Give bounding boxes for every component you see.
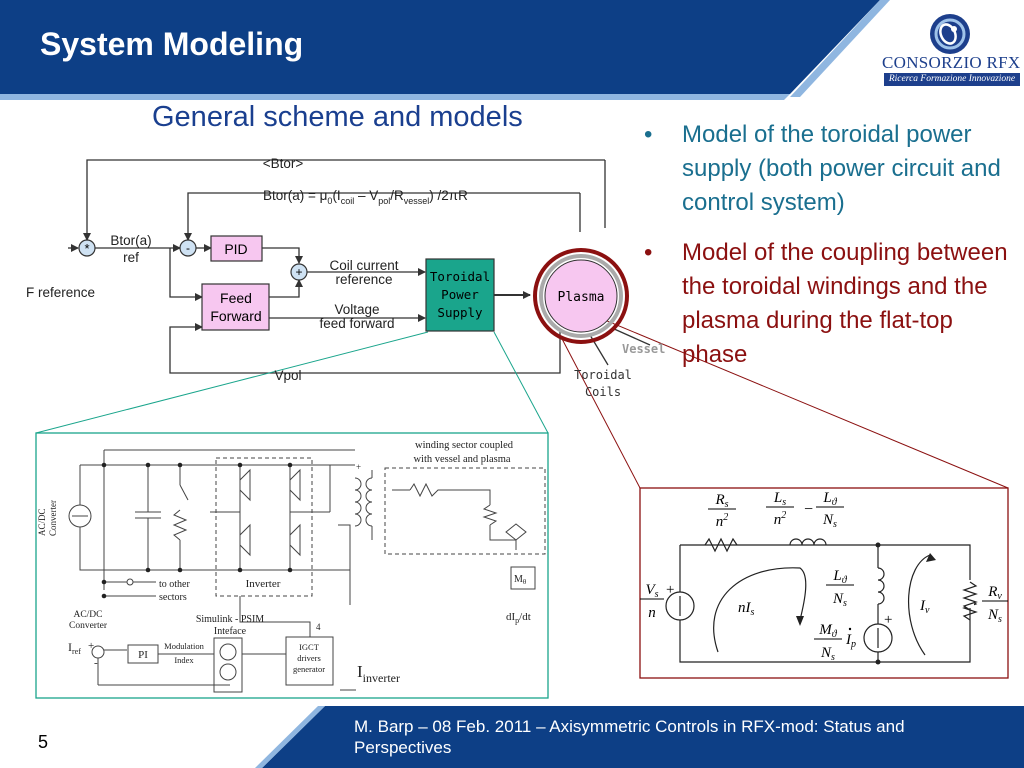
vpol-label: Vpol [274,368,301,383]
slide-subtitle: General scheme and models [152,101,523,133]
vs-over-n-denominator: n [648,605,656,621]
igct-label-line3: generator [293,664,325,674]
bus-width-label: 4 [316,622,321,632]
simulink-label-line1: Simulink - PSIM [196,614,264,625]
svg-text:Feed: Feed [220,290,252,306]
svg-text:Power: Power [441,287,479,302]
inverter-label: Inverter [246,578,281,590]
block-diagram [35,159,1009,489]
bullet-coupling-model: • Model of the coupling between the toro… [644,236,1016,372]
ltheta-over-ns-denominator: Ns [822,512,837,530]
bullet-list: • Model of the toroidal power supply (bo… [644,118,1016,388]
acdc-label-line2: Converter [69,621,108,631]
ip-plus: + [884,612,892,628]
svg-text:PID: PID [224,241,247,257]
svg-text:*: * [84,241,89,256]
svg-text:Supply: Supply [437,305,483,320]
rs-over-n2-denominator: n2 [716,512,729,530]
winding-label-line2: with vessel and plasma [413,454,510,465]
coil-current-label-line2: reference [335,272,392,287]
vs-plus: + [666,582,674,598]
footer-bar [255,706,1024,768]
bullet-dot: • [644,239,653,266]
sum-junction-error: - [179,239,197,257]
index-label: Index [174,655,194,665]
ltheta2-over-ns-denominator: Ns [832,591,847,609]
acdc-label-line1: AC/DC [73,610,102,620]
ls-over-n2-numerator: Ls [773,490,786,508]
plasma-torus: Plasma [533,248,629,344]
mtheta-over-ns-numerator: Mϑ [818,622,838,640]
to-other-sectors-line1: to other [159,579,190,590]
pi-block-label: PI [138,649,148,661]
svg-text:Plasma: Plasma [558,290,605,305]
btor-ref-label-line1: Btor(a) [110,233,151,248]
winding-label-line1: winding sector coupled [415,440,514,451]
ltheta2-over-ns-numerator: Lϑ [832,568,847,586]
header-bar [0,0,890,100]
ip-dot-label: Ip [845,632,856,650]
svg-text:Forward: Forward [210,308,261,324]
pid-block: PID [210,235,263,262]
svg-text:Toroidal: Toroidal [430,269,490,284]
toroidal-coils-label-line1: Toroidal [574,368,632,382]
coil-current-label-line1: Coil current [329,258,398,273]
nis-label: nIs [738,600,755,618]
voltage-ff-label-line1: Voltage [334,302,379,317]
logo-tagline: Ricerca Formazione Innovazione [884,73,1020,86]
minus-sign: − [804,501,813,518]
bullet-text: Model of the coupling between the toroid… [682,239,1008,368]
btor-ref-label-line2: ref [123,250,139,265]
igct-label-line1: IGCT [299,642,320,652]
coupling-circuit-diagram [639,487,1009,679]
feed-forward-block: Feed Forward [201,283,270,331]
consorzio-rfx-logo [930,14,970,54]
transformer-plus: + [356,462,361,472]
footer-text: M. Barp – 08 Feb. 2011 – Axisymmetric Co… [354,717,905,757]
simulink-label-line2: Inteface [214,626,247,637]
btor-formula-label: Btor(a) = μ0(Icoil – Vpol/Rvessel) /2πR [263,188,468,206]
svg-text:-: - [186,241,190,255]
rv-over-ns-numerator: Rv [987,584,1002,602]
vessel-label: Vessel [622,342,665,356]
mtheta-over-ns-denominator: Ns [820,645,835,663]
slide-title: System Modeling [40,26,304,62]
acdc-vertical-label-line2: Converter [48,500,58,536]
power-circuit-diagram [35,432,549,699]
iref-label: Iref [68,640,81,656]
i-inverter-label: Iinverter [357,662,400,685]
rv-over-ns-denominator: Ns [987,607,1002,625]
iref-minus: - [94,657,98,669]
bullet-toroidal-model: • Model of the toroidal power supply (bo… [644,118,1016,220]
bullet-dot: • [644,121,653,148]
to-other-sectors-line2: sectors [159,592,187,603]
vs-over-n-numerator: Vs [645,582,658,600]
iref-plus: + [88,640,94,652]
rs-over-n2-numerator: Rs [714,492,728,510]
f-reference-label: F reference [26,285,95,300]
ltheta-over-ns-numerator: Lϑ [822,490,837,508]
svg-text:+: + [295,265,302,279]
igct-label-line2: drivers [297,653,321,663]
logo-name: CONSORZIO RFX [882,53,1021,72]
bullet-text: Model of the toroidal power supply (both… [682,121,1001,216]
iv-label: Iv [919,598,930,616]
page-number: 5 [38,732,49,752]
voltage-ff-label-line2: feed forward [319,316,394,331]
toroidal-power-supply-block: Toroidal Power Supply [425,258,495,332]
dip-dt-label: dIp/dt [506,611,531,625]
sum-junction-reference: * [78,239,96,257]
ls-over-n2-denominator: n2 [774,510,787,528]
m-theta-label: Mθ [514,574,527,586]
toroidal-coils-label-line2: Coils [585,385,621,399]
btor-feedback-label: <Btor> [263,156,304,171]
modulation-label: Modulation [164,641,204,651]
acdc-vertical-label-line1: AC/DC [37,508,47,536]
sum-junction-current: + [290,263,308,281]
